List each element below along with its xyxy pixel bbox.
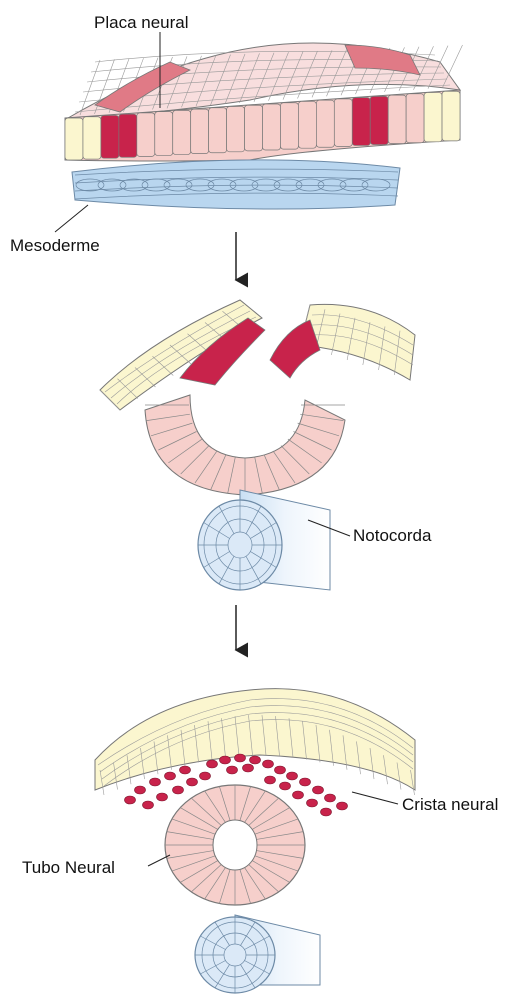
label-mesoderm: Mesoderme	[10, 236, 100, 255]
mesoderm-layer	[72, 160, 400, 209]
stage-1-neural-plate: Placa neural Mesoderme	[10, 13, 463, 255]
label-neural-plate: Placa neural	[94, 13, 189, 32]
neural-tube	[165, 785, 305, 905]
label-notochord: Notocorda	[353, 526, 432, 545]
label-neural-crest: Crista neural	[402, 795, 498, 814]
tube-ectoderm-sheet	[95, 689, 415, 790]
label-neural-tube: Tubo Neural	[22, 858, 115, 877]
leader-neural-crest	[352, 792, 398, 804]
stage-2-neural-groove: Notocorda	[100, 300, 432, 590]
groove-right-fold	[270, 320, 320, 378]
notochord-stage-3	[195, 915, 320, 993]
notochord-stage-2	[198, 490, 330, 590]
leader-mesoderm	[55, 205, 88, 232]
stage-3-neural-tube: Crista neural Tubo Neural	[22, 689, 498, 993]
